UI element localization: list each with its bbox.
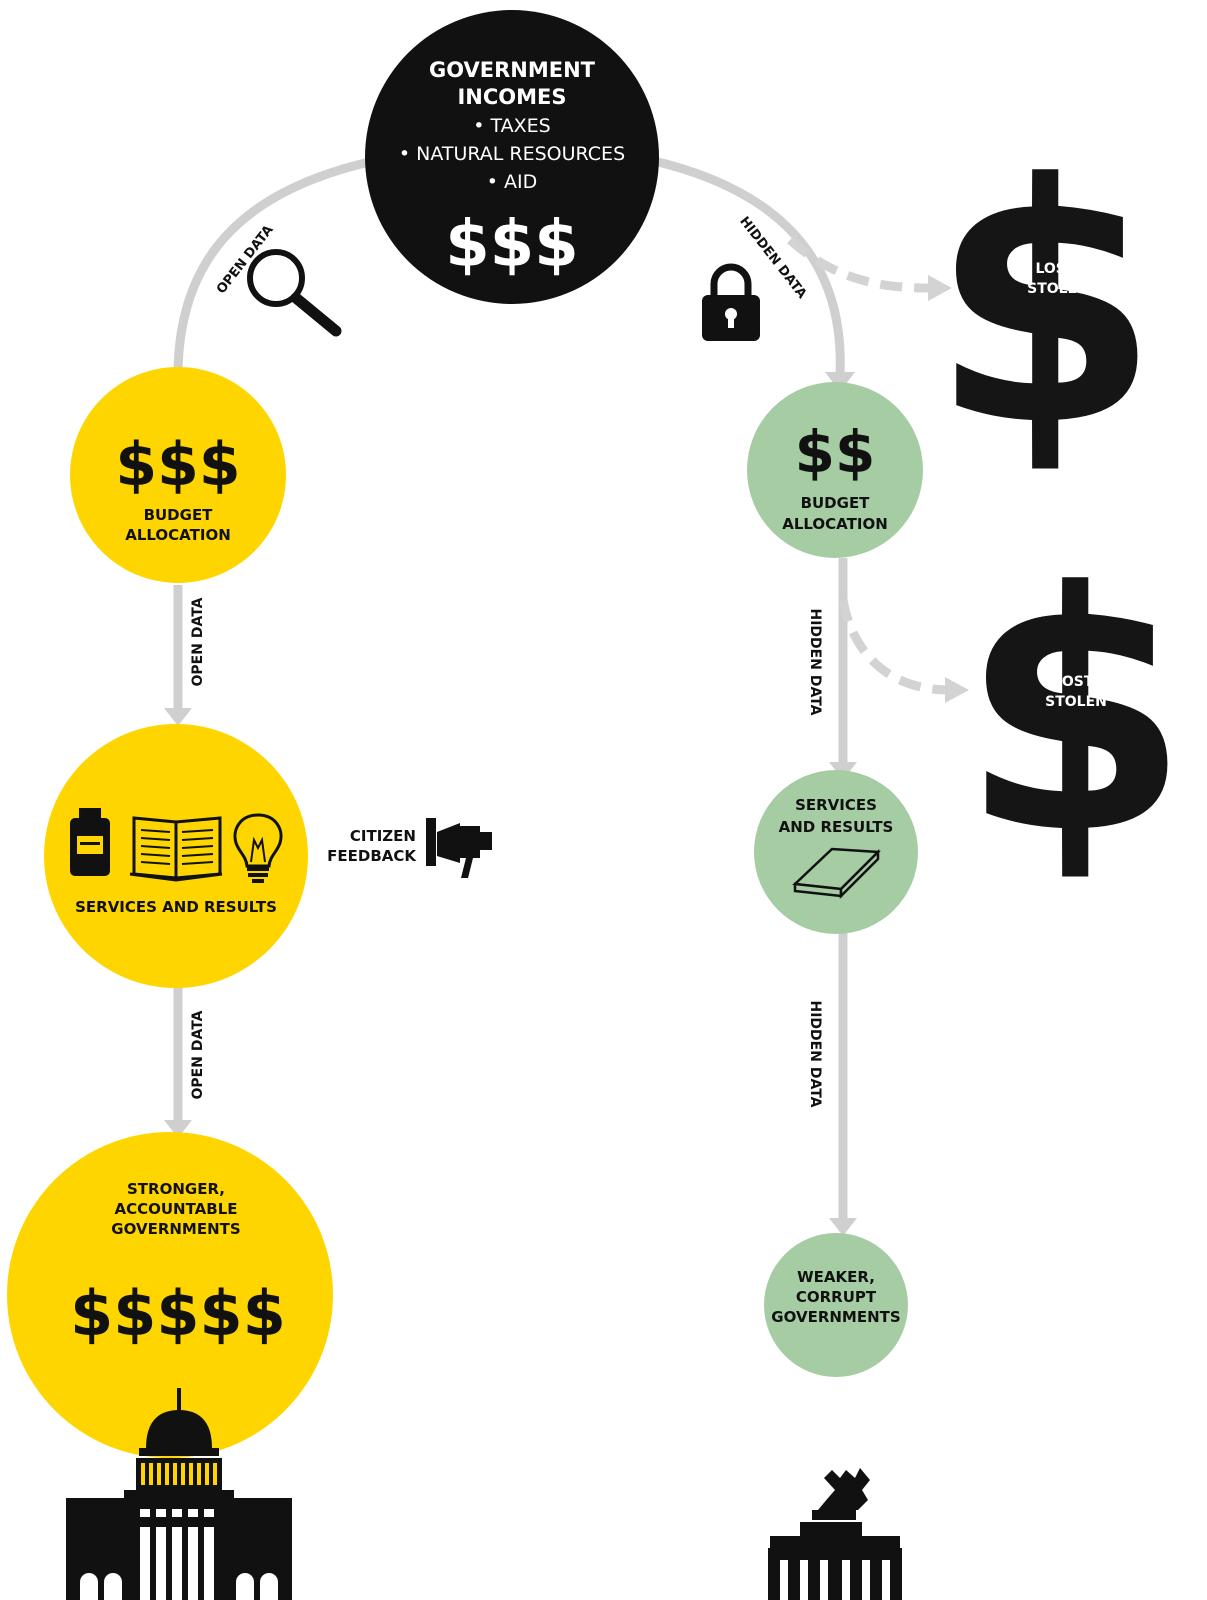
hidden-data-label-2: HIDDEN DATA bbox=[807, 1001, 823, 1108]
lost-stolen-bottom-line2: STOLEN bbox=[1045, 694, 1107, 710]
hidden-services-line2: AND RESULTS bbox=[779, 818, 894, 836]
open-data-label-2: OPEN DATA bbox=[190, 1010, 206, 1099]
hidden-outcome-line2: CORRUPT bbox=[796, 1288, 877, 1306]
edge-labels: OPEN DATA HIDDEN DATA OPEN DATA OPEN DAT… bbox=[190, 214, 823, 1108]
hidden-outcome-circle bbox=[764, 1233, 908, 1377]
open-outcome-amount: $$$$$ bbox=[70, 1277, 286, 1350]
megaphone-icon bbox=[426, 818, 492, 878]
open-outcome-line3: GOVERNMENTS bbox=[111, 1220, 240, 1238]
open-outcome-circle bbox=[7, 1132, 333, 1458]
lightbulb-icon bbox=[233, 813, 283, 883]
citizen-feedback: CITIZEN FEEDBACK bbox=[327, 818, 492, 878]
hidden-budget-circle bbox=[747, 382, 923, 558]
open-book-icon bbox=[129, 816, 223, 882]
leak-arrow-bottom bbox=[838, 599, 946, 695]
source-title-line1: GOVERNMENT bbox=[429, 58, 596, 82]
lost-stolen-top: $ LOST/ STOLEN bbox=[930, 114, 1160, 498]
hidden-budget-amount: $$ bbox=[795, 418, 876, 486]
open-outcome-line1: STRONGER, bbox=[127, 1180, 225, 1198]
connectors bbox=[163, 155, 969, 1236]
feedback-line2: FEEDBACK bbox=[327, 847, 417, 865]
lost-dollar-glyph-top: $ bbox=[930, 114, 1160, 498]
source-item-aid: • AID bbox=[487, 171, 537, 193]
hidden-data-arc bbox=[648, 155, 845, 376]
hidden-data-line-2-arrowhead bbox=[829, 1218, 857, 1236]
magnifier-icon bbox=[247, 249, 342, 337]
open-budget-label-line1: BUDGET bbox=[144, 506, 214, 524]
open-budget-amount: $$$ bbox=[115, 430, 240, 500]
leak-arrow-top-head bbox=[928, 275, 952, 301]
open-services-label: SERVICES AND RESULTS bbox=[75, 898, 277, 916]
hidden-data-label-1: HIDDEN DATA bbox=[807, 609, 823, 716]
lost-stolen-top-line1: LOST/ bbox=[1035, 261, 1081, 277]
hidden-outcome-line3: GOVERNMENTS bbox=[771, 1308, 900, 1326]
source-item-taxes: • TAXES bbox=[473, 115, 550, 137]
open-data-line-1-arrowhead bbox=[164, 708, 192, 726]
capitol-building-icon bbox=[66, 1388, 292, 1600]
source-title-line2: INCOMES bbox=[457, 85, 566, 109]
feedback-line1: CITIZEN bbox=[350, 827, 416, 845]
open-outcome-node: STRONGER, ACCOUNTABLE GOVERNMENTS $$$$$ bbox=[7, 1132, 333, 1600]
government-incomes-node: GOVERNMENT INCOMES • TAXES • NATURAL RES… bbox=[365, 10, 659, 304]
hidden-budget-label-line2: ALLOCATION bbox=[782, 515, 888, 533]
hidden-data-arc-arrowhead bbox=[825, 372, 855, 392]
open-outcome-line2: ACCOUNTABLE bbox=[114, 1200, 237, 1218]
hidden-budget-node: $$ BUDGET ALLOCATION bbox=[747, 382, 923, 558]
padlock-icon bbox=[702, 263, 760, 341]
source-amount: $$$ bbox=[445, 208, 579, 282]
open-budget-label-line2: ALLOCATION bbox=[125, 526, 231, 544]
lost-stolen-bottom-line1: LOST/ bbox=[1053, 674, 1099, 690]
source-circle bbox=[365, 10, 659, 304]
lost-stolen-top-line2: STOLEN bbox=[1027, 281, 1089, 297]
hidden-services-node: SERVICES AND RESULTS bbox=[754, 770, 918, 934]
source-item-natural-resources: • NATURAL RESOURCES bbox=[399, 143, 625, 165]
open-budget-node: $$$ BUDGET ALLOCATION bbox=[70, 367, 286, 583]
hidden-budget-label-line1: BUDGET bbox=[801, 494, 871, 512]
hidden-outcome-node: WEAKER, CORRUPT GOVERNMENTS bbox=[764, 1233, 908, 1600]
hidden-outcome-line1: WEAKER, bbox=[797, 1268, 875, 1286]
hidden-services-line1: SERVICES bbox=[795, 796, 877, 814]
leak-arrow-top bbox=[787, 236, 929, 293]
closed-book-icon bbox=[792, 847, 881, 900]
medicine-bottle-icon bbox=[70, 808, 110, 876]
open-data-label-1: OPEN DATA bbox=[190, 597, 206, 686]
lost-dollar-glyph-bottom: $ bbox=[960, 522, 1190, 906]
ruined-building-icon bbox=[768, 1468, 902, 1600]
lost-stolen-bottom: $ LOST/ STOLEN bbox=[960, 522, 1190, 906]
open-budget-circle bbox=[70, 367, 286, 583]
open-data-arc bbox=[173, 155, 379, 386]
open-data-line-2-arrowhead bbox=[164, 1120, 192, 1138]
leak-arrow-bottom-head bbox=[945, 677, 969, 703]
open-services-node: SERVICES AND RESULTS bbox=[44, 724, 308, 988]
